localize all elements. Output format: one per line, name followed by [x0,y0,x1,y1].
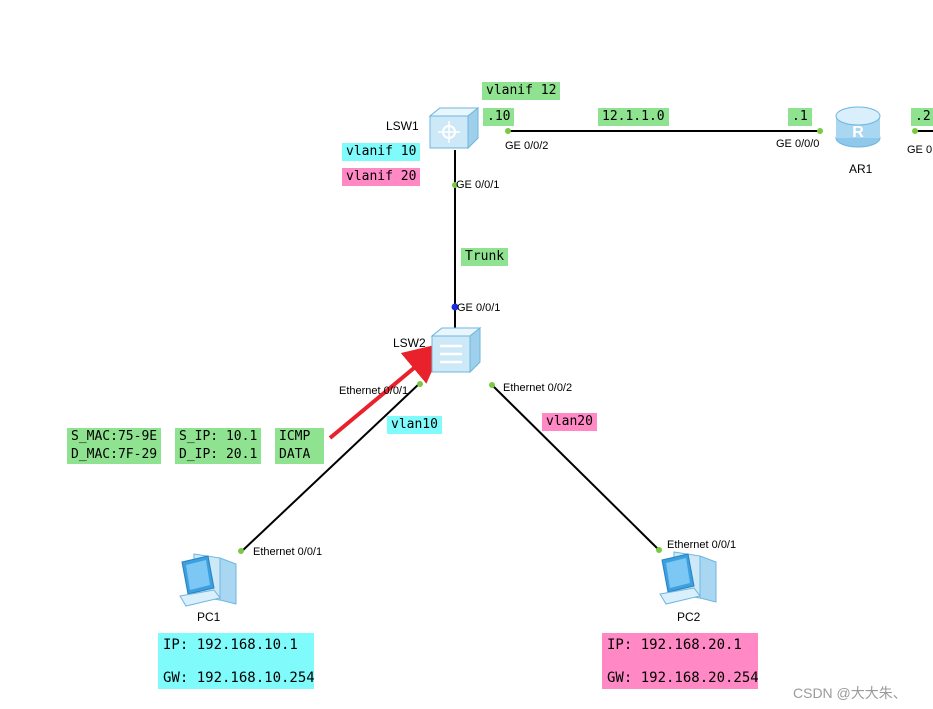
watermark: CSDN @大大朱、 [793,685,907,701]
port-dot [912,128,918,134]
pc1-ip: IP: 192.168.10.1 [163,637,298,653]
tag-trunk: Trunk [461,248,509,266]
packet-payload-box: ICMP DATA [275,428,325,464]
pc2-gateway: GW: 192.168.20.254 [607,670,759,686]
switch-icon [428,106,480,150]
router-icon: R [835,106,881,148]
port-dot [817,128,823,134]
pc2-ip: IP: 192.168.20.1 [607,637,742,653]
device-name-pc2: PC2 [677,610,701,624]
packet-direction-arrow [328,342,445,440]
pc-icon [659,551,717,605]
port-label: Ethernet 0/0/2 [503,382,573,394]
port-label: Ethernet 0/0/1 [667,539,737,551]
tag-addr-1: .1 [788,108,812,126]
packet-src-ip: S_IP: 10.1 [179,429,258,444]
port-dot [656,547,662,553]
port-dot [451,303,459,311]
port-dot [452,182,458,188]
port-label: Ethernet 0/0/1 [253,546,323,558]
port-label: GE 0/0/1 [457,302,501,314]
tag-vlan20: vlan20 [542,413,597,431]
switch-icon [430,326,482,374]
port-label: GE 0/0/0 [776,138,820,150]
tag-vlanif12: vlanif 12 [482,82,561,100]
port-dot [505,128,511,134]
packet-data: DATA [279,447,311,462]
device-name-lsw1: LSW1 [386,119,419,133]
tag-addr-10: .10 [483,108,515,126]
pc1-gateway: GW: 192.168.10.254 [163,670,315,686]
packet-protocol: ICMP [279,429,311,444]
port-label: GE 0/0/2 [505,140,549,152]
tag-vlanif10: vlanif 10 [342,143,421,161]
tag-vlanif20: vlanif 20 [342,168,421,186]
port-dot [238,548,244,554]
device-name-lsw2: LSW2 [393,336,426,350]
port-label: GE 0/0/1 [456,179,500,191]
tag-addr-2: .2 [911,108,933,126]
port-label: Ethernet 0/0/1 [339,385,409,397]
port-dot [489,382,495,388]
packet-src-mac: S_MAC:75-9E [71,429,158,444]
tag-vlan10: vlan10 [387,416,442,434]
pc1-info-box: IP: 192.168.10.1 GW: 192.168.10.254 [158,633,315,689]
tag-network: 12.1.1.0 [598,108,669,126]
svg-text:R: R [852,124,864,141]
packet-dst-ip: D_IP: 20.1 [179,447,258,462]
port-label: GE 0 [907,144,933,156]
device-name-ar1: AR1 [849,162,873,176]
device-name-pc1: PC1 [197,610,221,624]
link-lsw2-pc2 [491,384,660,551]
port-dot [417,381,423,387]
packet-dst-mac: D_MAC:7F-29 [71,447,158,462]
pc-icon [179,553,237,607]
packet-mac-box: S_MAC:75-9E D_MAC:7F-29 [67,428,162,464]
link-lsw2-pc1 [240,382,421,553]
pc2-info-box: IP: 192.168.20.1 GW: 192.168.20.254 [602,633,759,689]
